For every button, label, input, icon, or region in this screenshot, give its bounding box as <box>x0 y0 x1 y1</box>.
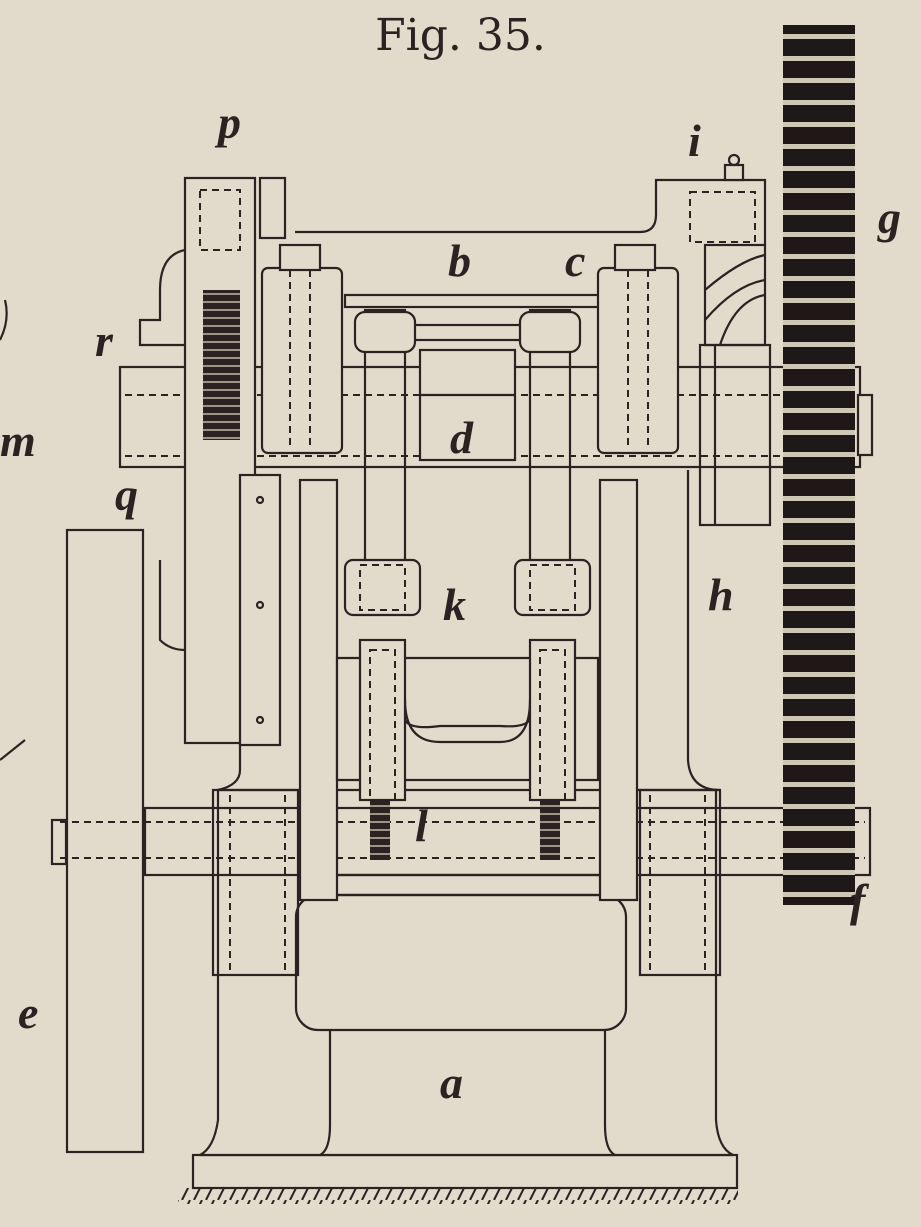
ground-hatching <box>178 1188 738 1204</box>
frame-right <box>686 470 721 792</box>
rod-lower-left <box>358 638 407 802</box>
cheek-right <box>598 478 639 902</box>
crossbar <box>343 293 602 309</box>
tie-rod <box>403 323 532 342</box>
figure-title: Fig. 35. <box>375 10 546 61</box>
slide-plate <box>238 473 282 747</box>
lower-shaft-end-left <box>50 818 68 866</box>
label-p: p <box>218 97 241 148</box>
rod-head-right <box>513 558 592 617</box>
label-i: i <box>688 115 701 166</box>
cheek-left <box>298 478 339 902</box>
top-frame <box>295 178 767 245</box>
column-neck <box>319 1030 616 1156</box>
label-d: d <box>450 412 473 463</box>
brake-block <box>703 243 767 347</box>
screw-right <box>540 800 560 860</box>
label-m: m <box>0 415 36 466</box>
base-plate <box>191 1153 739 1190</box>
label-a: a <box>440 1057 463 1108</box>
label-c: c <box>565 235 586 286</box>
oil-cup <box>723 163 745 182</box>
label-r: r <box>95 315 113 366</box>
rod-lower-right <box>528 638 577 802</box>
label-q: q <box>115 469 138 520</box>
label-l: l <box>415 800 428 851</box>
label-f: f <box>850 875 866 926</box>
flywheel <box>65 528 145 1154</box>
frame-left <box>217 470 242 792</box>
label-b: b <box>448 235 471 286</box>
label-k: k <box>443 579 466 630</box>
label-e: e <box>18 987 39 1038</box>
label-g: g <box>878 192 901 243</box>
label-h: h <box>708 569 734 620</box>
bed-block <box>294 893 628 1032</box>
spur-gear <box>783 25 855 905</box>
screw-left <box>370 800 390 860</box>
bearing-block-right <box>596 266 680 455</box>
bearing-block-left <box>260 266 344 455</box>
rod-head-left <box>343 558 422 617</box>
pinion <box>203 290 240 440</box>
